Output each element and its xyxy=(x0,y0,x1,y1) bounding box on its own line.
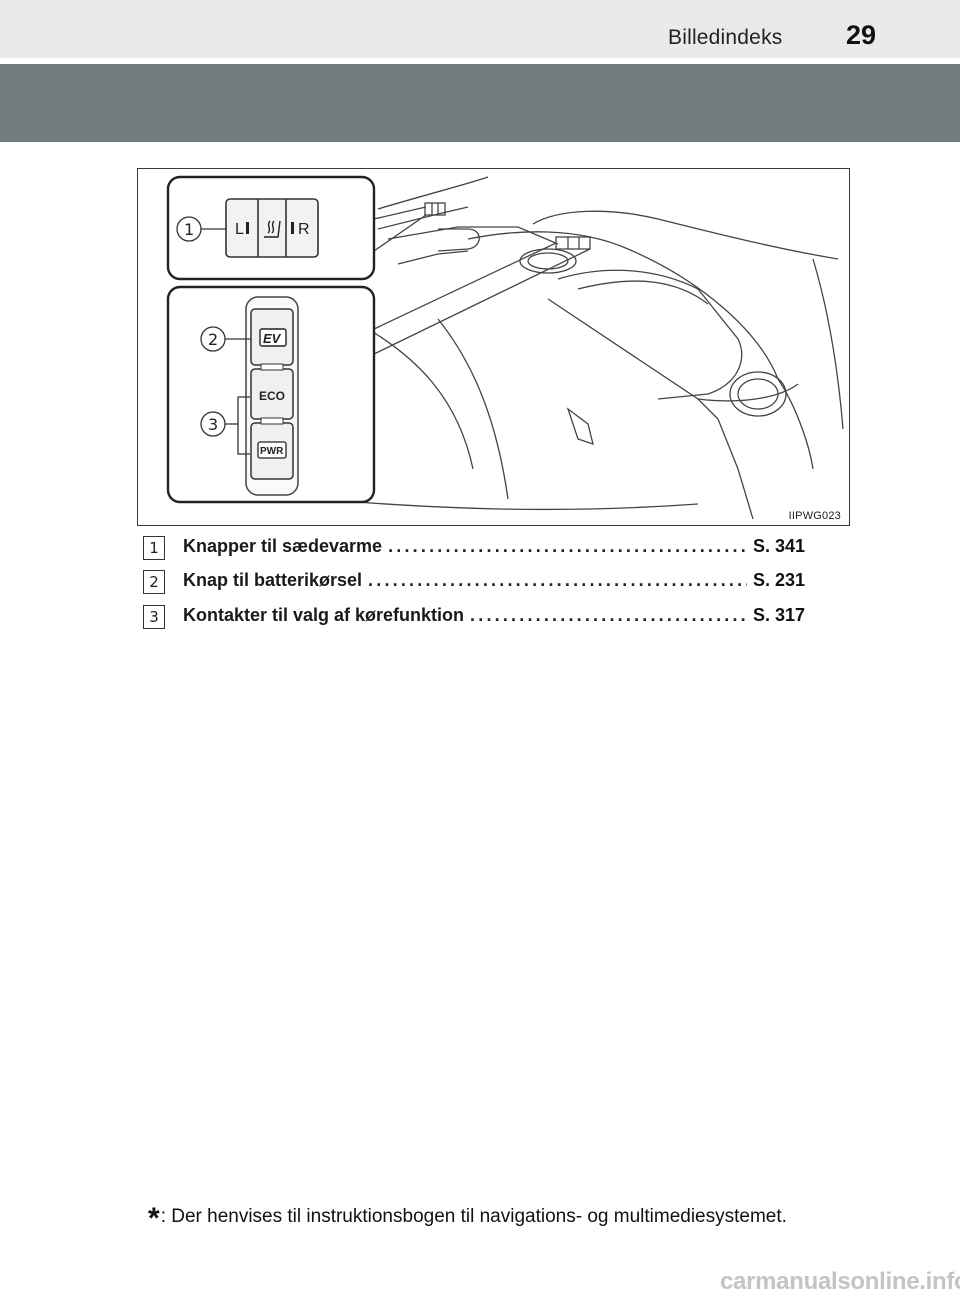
legend-item: 1 Knapper til sædevarme ................… xyxy=(143,536,843,562)
legend-line: Knapper til sædevarme ..................… xyxy=(183,536,805,557)
console-illustration: L R EV ECO PWR 1 2 3 IIPWG023 xyxy=(137,168,850,526)
callout-2: 2 xyxy=(208,330,218,349)
seat-heater-left-label: L xyxy=(235,221,244,238)
footnote-text: : Der henvises til instruktionsbogen til… xyxy=(160,1206,787,1227)
legend-item: 3 Kontakter til valg af kørefunktion ...… xyxy=(143,605,843,631)
callout-3: 3 xyxy=(208,415,218,434)
header-band xyxy=(0,0,960,58)
callout-1: 1 xyxy=(184,220,194,239)
legend-item: 2 Knap til batterikørsel ...............… xyxy=(143,570,843,596)
header-accent-band xyxy=(0,64,960,142)
page-reference: S. 231 xyxy=(752,570,805,590)
watermark: carmanualsonline.info xyxy=(720,1268,960,1295)
legend-number-badge: 2 xyxy=(143,570,165,594)
legend-label: Knap til batterikørsel xyxy=(183,570,363,590)
console-drawing: L R EV ECO PWR 1 2 3 xyxy=(166,175,844,520)
dot-leader: ........................................… xyxy=(388,536,747,556)
dot-leader: ........................................… xyxy=(470,605,747,625)
legend-label: Knapper til sædevarme xyxy=(183,536,383,556)
legend-number-badge: 1 xyxy=(143,536,165,560)
dot-leader: ........................................… xyxy=(368,570,747,590)
eco-button-label: ECO xyxy=(259,389,285,403)
ev-button-label: EV xyxy=(263,331,282,346)
footnote: *: Der henvises til instruktionsbogen ti… xyxy=(148,1196,787,1235)
seat-heater-right-label: R xyxy=(298,221,310,238)
page-reference: S. 317 xyxy=(752,605,805,625)
legend-number-badge: 3 xyxy=(143,605,165,629)
figure-code: IIPWG023 xyxy=(788,510,841,522)
legend-line: Kontakter til valg af kørefunktion .....… xyxy=(183,605,805,626)
footnote-marker: * xyxy=(148,1202,160,1235)
page-number: 29 xyxy=(846,20,877,50)
seat-heater-left-indicator xyxy=(246,222,249,234)
page-reference: S. 341 xyxy=(752,536,805,556)
section-title: Billedindeks xyxy=(668,26,783,49)
seat-heater-right-indicator xyxy=(291,222,294,234)
legend-line: Knap til batterikørsel .................… xyxy=(183,570,805,591)
legend-label: Kontakter til valg af kørefunktion xyxy=(183,605,465,625)
seat-heater-icon xyxy=(264,220,281,238)
pwr-button-label: PWR xyxy=(260,446,284,457)
